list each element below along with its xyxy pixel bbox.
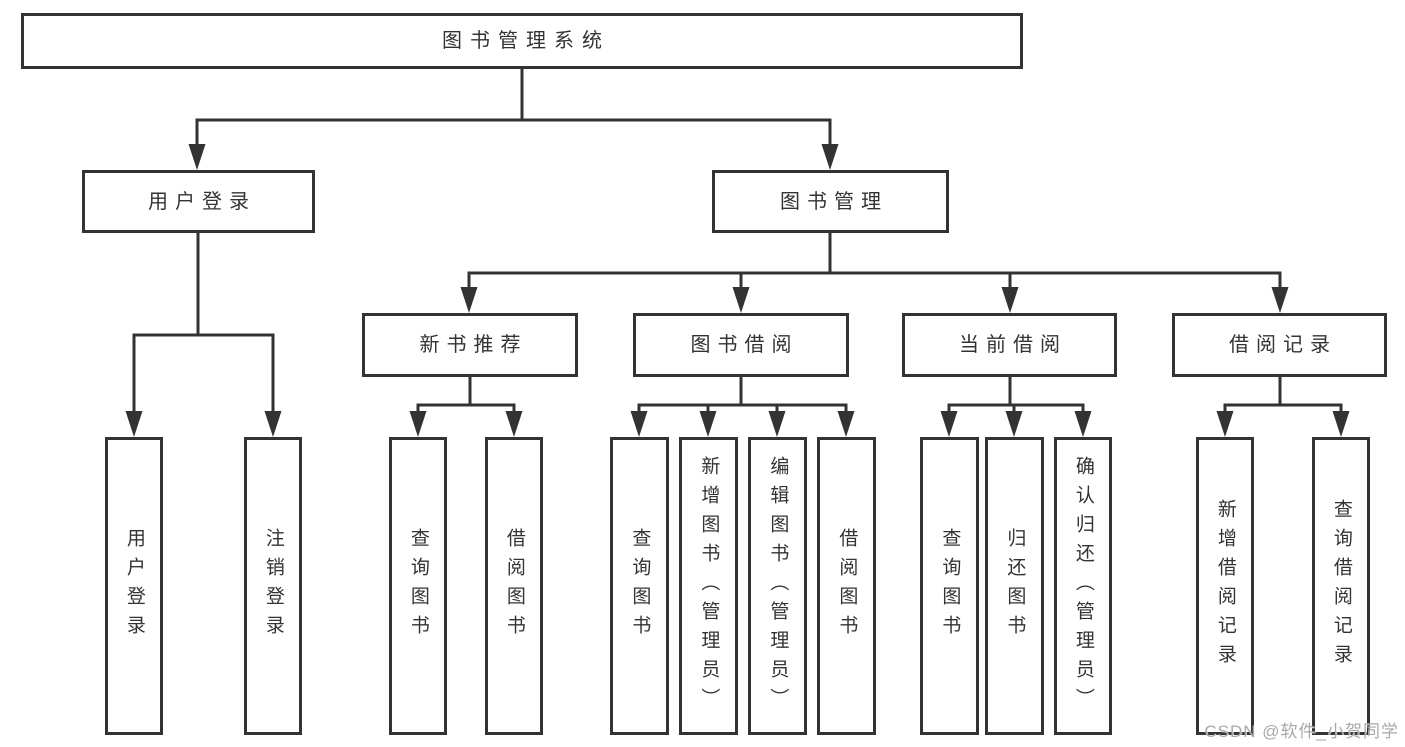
leaf-label: 确认归还（管理员）: [1072, 455, 1094, 717]
node-book-management: 图书管理: [712, 170, 949, 233]
leaf-return-books: 归还图书: [985, 437, 1044, 735]
node-current-borrowing: 当前借阅: [902, 313, 1117, 377]
leaf-label: 归还图书: [1004, 528, 1026, 644]
leaf-label: 查询借阅记录: [1330, 499, 1352, 673]
leaf-confirm-return-admin: 确认归还（管理员）: [1054, 437, 1112, 735]
leaf-label: 新增借阅记录: [1214, 499, 1236, 673]
leaf-query-books-current: 查询图书: [920, 437, 979, 735]
leaf-edit-books-admin: 编辑图书（管理员）: [748, 437, 807, 735]
leaf-label: 借阅图书: [836, 528, 858, 644]
leaf-query-books-recommend: 查询图书: [389, 437, 447, 735]
leaf-borrow-books: 借阅图书: [817, 437, 876, 735]
csdn-watermark: CSDN @软件_小贺同学: [1204, 722, 1399, 741]
leaf-label: 用户登录: [123, 528, 145, 644]
node-book-borrowing: 图书借阅: [633, 313, 849, 377]
leaf-add-borrow-record: 新增借阅记录: [1196, 437, 1254, 735]
leaf-logout: 注销登录: [244, 437, 302, 735]
node-label: 用户登录: [148, 190, 256, 213]
node-library-management-system: 图书管理系统: [21, 13, 1023, 69]
node-label: 图书管理: [780, 190, 888, 213]
leaf-label: 查询图书: [629, 528, 651, 644]
node-label: 新书推荐: [419, 334, 528, 356]
leaf-query-borrow-record: 查询借阅记录: [1312, 437, 1370, 735]
node-label: 借阅记录: [1229, 334, 1337, 356]
leaf-label: 借阅图书: [503, 528, 525, 644]
leaf-label: 查询图书: [407, 528, 429, 644]
leaf-label: 编辑图书（管理员）: [767, 455, 789, 717]
leaf-user-login: 用户登录: [105, 437, 163, 735]
leaf-add-books-admin: 新增图书（管理员）: [679, 437, 738, 735]
node-borrowing-records: 借阅记录: [1172, 313, 1387, 377]
leaf-query-books-borrowing: 查询图书: [610, 437, 669, 735]
node-label: 图书借阅: [690, 334, 799, 356]
leaf-label: 注销登录: [262, 528, 284, 644]
leaf-borrow-books-recommend: 借阅图书: [485, 437, 543, 735]
node-label: 图书管理系统: [442, 30, 610, 52]
node-new-book-recommend: 新书推荐: [362, 313, 578, 377]
node-user-login: 用户登录: [82, 170, 315, 233]
node-label: 当前借阅: [959, 334, 1067, 356]
arrowheads: [125, 144, 1350, 437]
leaf-label: 查询图书: [939, 528, 961, 644]
leaf-label: 新增图书（管理员）: [698, 455, 720, 717]
